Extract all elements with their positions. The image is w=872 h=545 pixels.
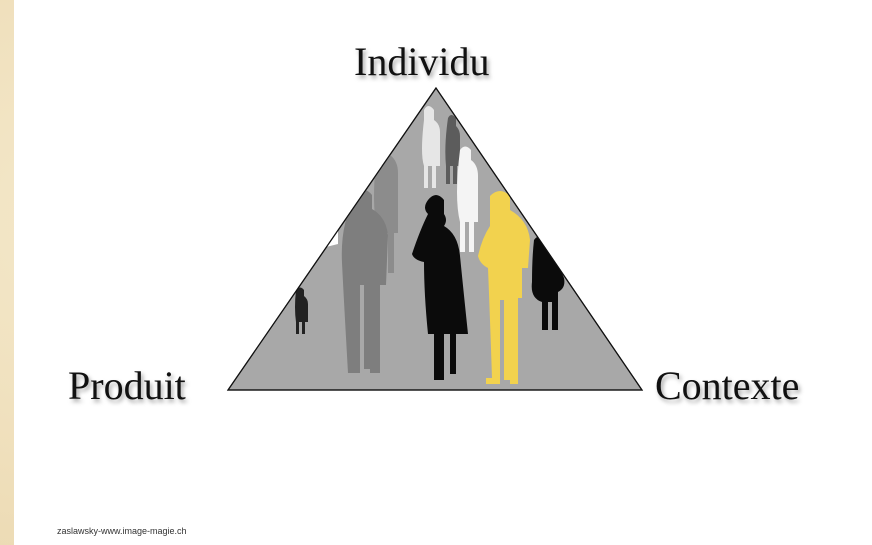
crowd-silhouettes [295,106,565,384]
credit-text: zaslawsky-www.image-magie.ch [57,526,187,536]
label-individu: Individu [354,39,490,84]
figure-dark-apex [445,115,460,184]
figure-small-left [295,287,308,334]
figure-black-right [531,236,565,330]
figure-grey-man [341,190,388,373]
figure-light-apex [422,106,440,188]
figure-white-behind [457,146,478,252]
label-produit: Produit [68,363,186,408]
figure-yellow-man [478,191,530,384]
label-contexte: Contexte [655,363,800,408]
figure-black-woman [412,195,468,380]
